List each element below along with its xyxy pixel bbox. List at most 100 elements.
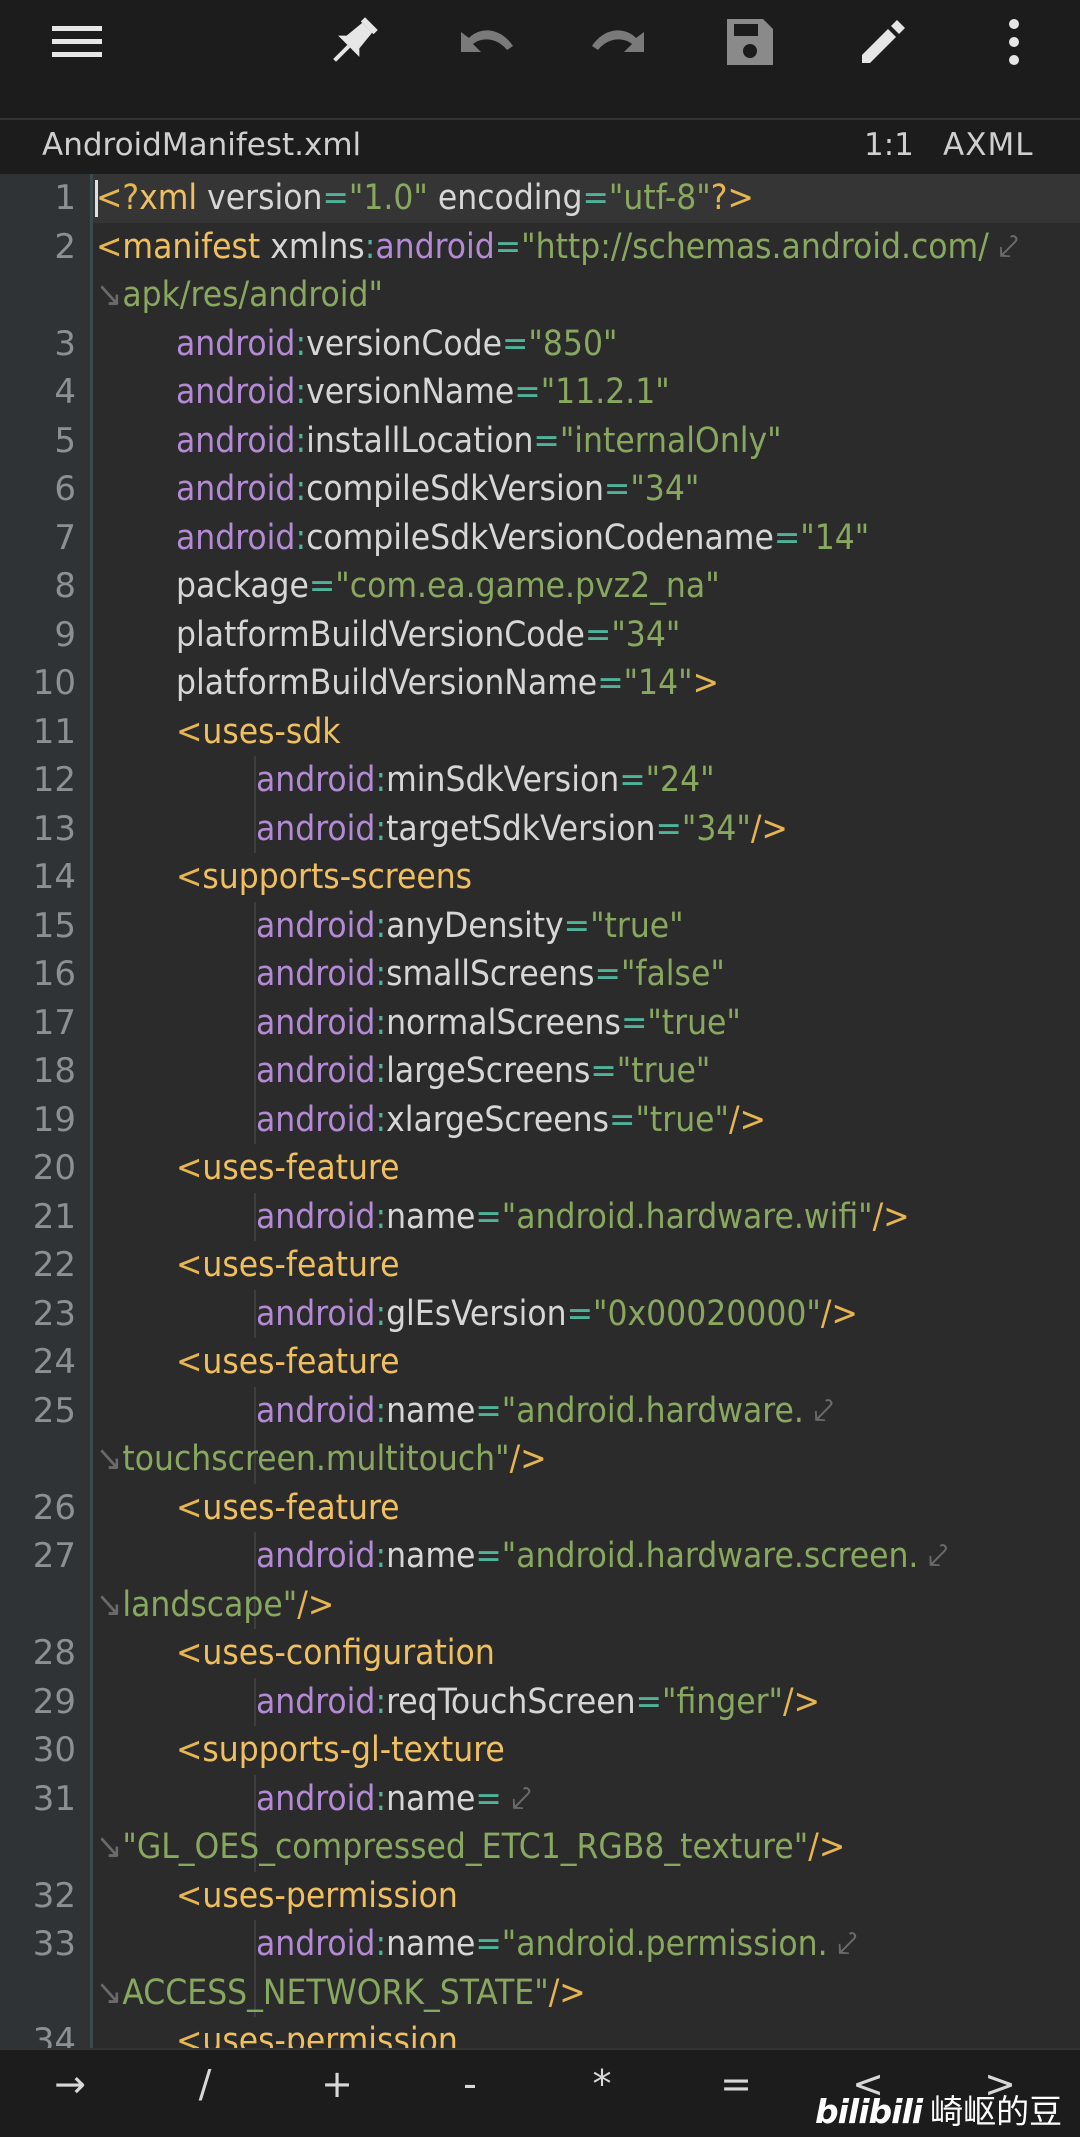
token-attr: glEsVersion: [386, 1293, 567, 1334]
token-eq: =: [619, 760, 646, 800]
token-punc: <: [176, 1633, 203, 1673]
code-line[interactable]: 26<uses-feature: [0, 1484, 1080, 1533]
token-str: "14": [623, 663, 693, 703]
code-line[interactable]: 28<uses-configuration: [0, 1629, 1080, 1678]
indent-guide: [254, 1289, 256, 1338]
token-eq: :: [295, 323, 307, 364]
symbol-key[interactable]: /: [198, 2062, 212, 2106]
token-eq: :: [295, 469, 307, 509]
undo-button[interactable]: [436, 0, 536, 84]
code-line-wrap[interactable]: ↘landscape"/>: [0, 1581, 1080, 1630]
token-attr: minSdkVersion: [386, 760, 620, 800]
edit-button[interactable]: [833, 0, 933, 84]
redo-button[interactable]: [569, 0, 669, 84]
line-number: 7: [54, 517, 76, 558]
token-eq: =: [635, 1681, 662, 1722]
token-eq: =: [566, 1293, 594, 1334]
code-text: android:name="android.hardware.wifi"/>: [256, 1193, 910, 1242]
token-attr: versionName: [306, 372, 515, 412]
symbol-key[interactable]: <: [852, 2062, 884, 2106]
token-str: "14": [800, 517, 870, 558]
token-punc: <: [176, 1342, 203, 1382]
language-mode[interactable]: AXML: [943, 127, 1034, 163]
menu-button[interactable]: [27, 0, 127, 84]
code-line[interactable]: 2<manifest xmlns:android="http://schemas…: [0, 223, 1080, 272]
code-text: <uses-feature: [176, 1338, 400, 1387]
token-str: "android.hardware.screen.: [501, 1536, 919, 1576]
indent-guide: [254, 1386, 256, 1484]
token-tag: supports-gl-texture: [202, 1730, 505, 1770]
code-line[interactable]: 32<uses-permission: [0, 1872, 1080, 1921]
token-tag: uses-feature: [202, 1487, 400, 1528]
token-attr: name: [386, 1196, 476, 1237]
code-text: platformBuildVersionCode="34": [176, 611, 680, 660]
code-line[interactable]: 24<uses-feature: [0, 1338, 1080, 1387]
symbol-key[interactable]: *: [592, 2062, 612, 2106]
indent-guide: [254, 756, 256, 853]
symbol-key[interactable]: =: [720, 2062, 752, 2106]
token-punc: />: [820, 1293, 858, 1334]
code-text: android:versionName="11.2.1": [176, 368, 670, 417]
token-tag: manifest: [122, 226, 261, 267]
token-ns: android: [256, 808, 376, 849]
token-punc: <: [176, 1245, 203, 1285]
more-vert-icon: [1004, 17, 1024, 67]
line-number: 12: [32, 760, 76, 800]
code-line[interactable]: 14<supports-screens: [0, 853, 1080, 902]
code-line-wrap[interactable]: ↘ACCESS_NETWORK_STATE"/>: [0, 1969, 1080, 2018]
symbol-key[interactable]: +: [321, 2062, 353, 2106]
pin-button[interactable]: [303, 0, 403, 84]
code-editor[interactable]: 1<?xml version="1.0" encoding="utf-8"?>2…: [0, 174, 1080, 2048]
token-wrap: ↘: [96, 1827, 123, 1867]
code-text: <manifest xmlns:android="http://schemas.…: [96, 223, 1019, 272]
code-line[interactable]: 7 android:compileSdkVersionCodename="14": [0, 514, 1080, 563]
code-line[interactable]: 30<supports-gl-texture: [0, 1726, 1080, 1775]
line-number: 22: [32, 1245, 76, 1285]
symbol-key[interactable]: -: [463, 2062, 477, 2106]
token-ns: android: [256, 1293, 376, 1334]
token-ns: android: [256, 954, 376, 994]
line-number: 20: [32, 1148, 76, 1188]
code-line-wrap[interactable]: ↘touchscreen.multitouch"/>: [0, 1435, 1080, 1484]
token-str: "850": [528, 323, 618, 364]
code-text: <supports-gl-texture: [176, 1726, 505, 1775]
code-line[interactable]: 34<uses-permission: [0, 2017, 1080, 2048]
code-line[interactable]: 1<?xml version="1.0" encoding="utf-8"?>: [0, 174, 1080, 223]
code-line[interactable]: 22<uses-feature: [0, 1241, 1080, 1290]
code-line[interactable]: 11<uses-sdk: [0, 708, 1080, 757]
token-str: touchscreen.multitouch": [122, 1439, 510, 1479]
symbol-key[interactable]: >: [984, 2062, 1016, 2106]
code-line-wrap[interactable]: ↘apk/res/android": [0, 271, 1080, 320]
code-text: android:compileSdkVersionCodename="14": [176, 514, 869, 563]
more-options-button[interactable]: [964, 0, 1064, 84]
token-eq: :: [295, 420, 307, 461]
save-button[interactable]: [700, 0, 800, 84]
code-line-wrap[interactable]: ↘"GL_OES_compressed_ETC1_RGB8_texture"/>: [0, 1823, 1080, 1872]
symbol-key[interactable]: →: [54, 2062, 86, 2106]
code-text: android:targetSdkVersion="34"/>: [256, 805, 788, 854]
code-line[interactable]: 20<uses-feature: [0, 1144, 1080, 1193]
token-attr: anyDensity: [386, 905, 564, 946]
line-number: 29: [32, 1681, 76, 1722]
